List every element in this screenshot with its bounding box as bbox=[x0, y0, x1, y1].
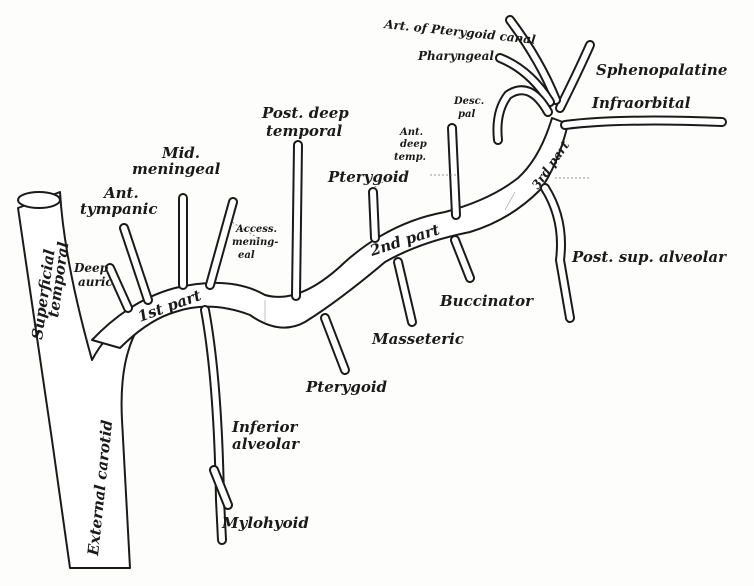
label-post-deep-temporal-2: temporal bbox=[266, 122, 342, 140]
label-inferior-alveolar-2: alveolar bbox=[232, 435, 300, 453]
label-access-meningeal-3: eal bbox=[238, 250, 255, 261]
label-mid-meningeal-2: meningeal bbox=[132, 160, 221, 178]
label-buccinator: Buccinator bbox=[439, 292, 534, 310]
label-infraorbital: Infraorbital bbox=[591, 94, 691, 112]
label-sphenopalatine: Sphenopalatine bbox=[596, 61, 727, 79]
label-pterygoid-lower: Pterygoid bbox=[305, 378, 388, 396]
label-masseteric: Masseteric bbox=[371, 330, 464, 348]
label-desc-pal-1: Desc. bbox=[453, 96, 484, 107]
label-ant-deep-temp-1: Ant. bbox=[399, 127, 423, 138]
label-desc-pal-2: pal bbox=[458, 109, 475, 120]
label-deep-auric-1: Deep bbox=[73, 261, 109, 275]
label-mylohyoid: Mylohyoid bbox=[221, 514, 309, 532]
label-ant-tympanic-2: tympanic bbox=[80, 200, 157, 218]
label-ant-deep-temp-2: deep bbox=[400, 139, 427, 150]
branches bbox=[105, 15, 727, 545]
label-access-meningeal-1: Access. bbox=[235, 224, 277, 235]
label-ant-deep-temp-3: temp. bbox=[394, 152, 426, 163]
label-ant-tympanic-1: Ant. bbox=[102, 184, 139, 202]
label-inferior-alveolar-1: Inferior bbox=[231, 418, 299, 436]
label-pterygoid-upper: Pterygoid bbox=[327, 168, 410, 186]
label-mid-meningeal-1: Mid. bbox=[161, 144, 200, 162]
label-pharyngeal: Pharyngeal bbox=[417, 49, 494, 63]
label-post-deep-temporal-1: Post. deep bbox=[261, 104, 349, 122]
superficial-temporal-cut-end bbox=[17, 191, 61, 209]
label-access-meningeal-2: mening- bbox=[232, 237, 278, 248]
label-post-sup-alveolar: Post. sup. alveolar bbox=[571, 248, 727, 266]
label-deep-auric-2: auric bbox=[78, 275, 113, 289]
maxillary-artery-main bbox=[91, 117, 569, 349]
